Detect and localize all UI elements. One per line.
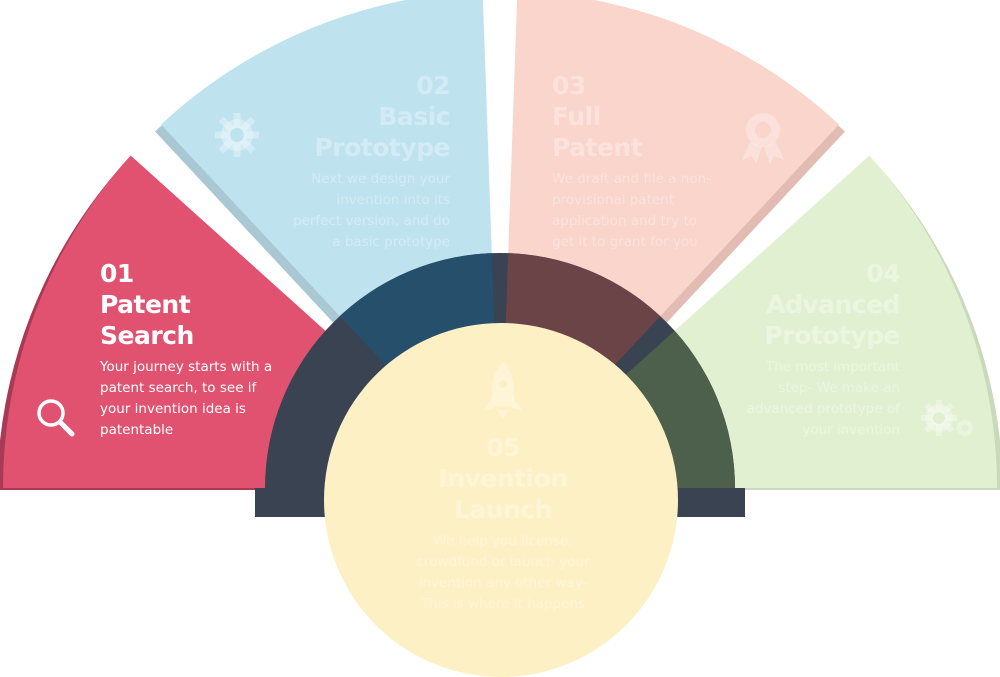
step-title: Prototype	[764, 321, 900, 350]
step-03-text: 03 Full Patent We draft and file a non-p…	[552, 70, 717, 253]
step-title: Full	[552, 102, 601, 131]
gears-icon	[921, 400, 973, 436]
step-description: Your journey starts with a patent search…	[100, 359, 273, 438]
step-title: Advanced	[766, 290, 900, 319]
step-02-text: 02 Basic Prototype Next we design your i…	[290, 70, 451, 253]
step-number: 03	[552, 71, 586, 100]
step-description: The most important step- We make an adva…	[746, 359, 900, 438]
step-description: We help you license, crowdfund or launch…	[416, 533, 590, 612]
step-number: 04	[866, 259, 900, 288]
step-description: Next we design your invention into its p…	[292, 171, 450, 250]
step-title: Patent	[100, 290, 191, 319]
step-title: Invention	[438, 464, 568, 493]
step-title: Launch	[453, 495, 553, 524]
step-title: Patent	[552, 133, 643, 162]
step-title: Basic	[378, 102, 450, 131]
step-number: 02	[416, 71, 450, 100]
step-description: We draft and file a non-provisional pate…	[552, 171, 711, 250]
step-05-text: 05 Invention Launch We help you license,…	[413, 432, 593, 615]
step-05-circle[interactable]	[324, 323, 678, 677]
step-number: 01	[100, 259, 134, 288]
step-04-text: 04 Advanced Prototype The most important…	[720, 258, 901, 441]
gear-icon	[215, 113, 259, 157]
award-icon	[742, 113, 784, 164]
step-number: 05	[486, 433, 520, 462]
magnifier-icon	[37, 399, 75, 437]
rocket-icon	[484, 362, 522, 420]
step-title: Search	[100, 321, 194, 350]
step-01-text: 01 Patent Search Your journey starts wit…	[100, 258, 300, 441]
step-title: Prototype	[314, 133, 450, 162]
